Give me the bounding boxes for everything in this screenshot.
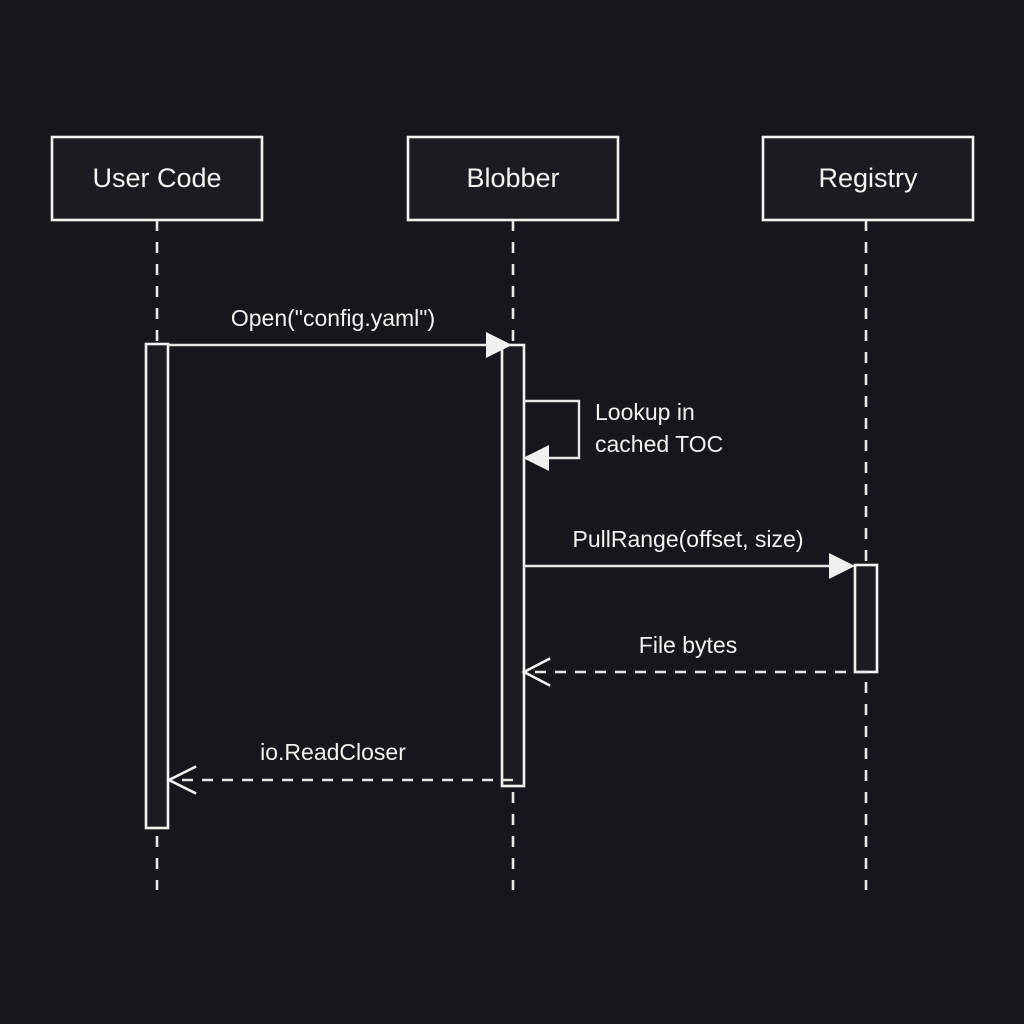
participant-label-registry: Registry bbox=[818, 163, 918, 193]
participant-box-registry[interactable] bbox=[761, 135, 975, 222]
arrowhead-open-config bbox=[486, 332, 512, 358]
message-file-bytes: File bytes bbox=[521, 632, 866, 687]
arrowhead-io-readcloser bbox=[166, 765, 197, 795]
message-io-readcloser: io.ReadCloser bbox=[166, 739, 513, 795]
participant-user-code[interactable]: User Code bbox=[50, 135, 264, 222]
message-line-lookup-toc bbox=[524, 399, 581, 460]
message-open-config: Open("config.yaml") bbox=[168, 305, 512, 358]
participant-label-blobber: Blobber bbox=[466, 163, 559, 193]
message-label-lookup-toc-line1: Lookup in bbox=[595, 399, 695, 425]
message-label-lookup-toc-line2: cached TOC bbox=[595, 431, 723, 457]
activation-blobber bbox=[500, 343, 526, 788]
message-label-pull-range: PullRange(offset, size) bbox=[573, 526, 804, 552]
message-label-file-bytes: File bytes bbox=[639, 632, 737, 658]
activation-bars bbox=[144, 342, 879, 830]
message-label-io-readcloser: io.ReadCloser bbox=[260, 739, 406, 765]
arrowhead-file-bytes bbox=[521, 657, 551, 687]
participant-label-user-code: User Code bbox=[92, 163, 221, 193]
arrowhead-lookup-toc bbox=[523, 445, 549, 471]
message-lookup-toc: Lookup in cached TOC bbox=[523, 399, 723, 471]
arrowhead-pull-range bbox=[829, 553, 855, 579]
participant-box-blobber[interactable] bbox=[406, 135, 620, 222]
message-label-open-config: Open("config.yaml") bbox=[231, 305, 435, 331]
participant-blobber[interactable]: Blobber bbox=[406, 135, 620, 222]
participant-registry[interactable]: Registry bbox=[761, 135, 975, 222]
activation-registry bbox=[853, 563, 879, 674]
participant-box-user-code[interactable] bbox=[50, 135, 264, 222]
activation-user-code bbox=[144, 342, 170, 830]
message-pull-range: PullRange(offset, size) bbox=[524, 526, 855, 579]
